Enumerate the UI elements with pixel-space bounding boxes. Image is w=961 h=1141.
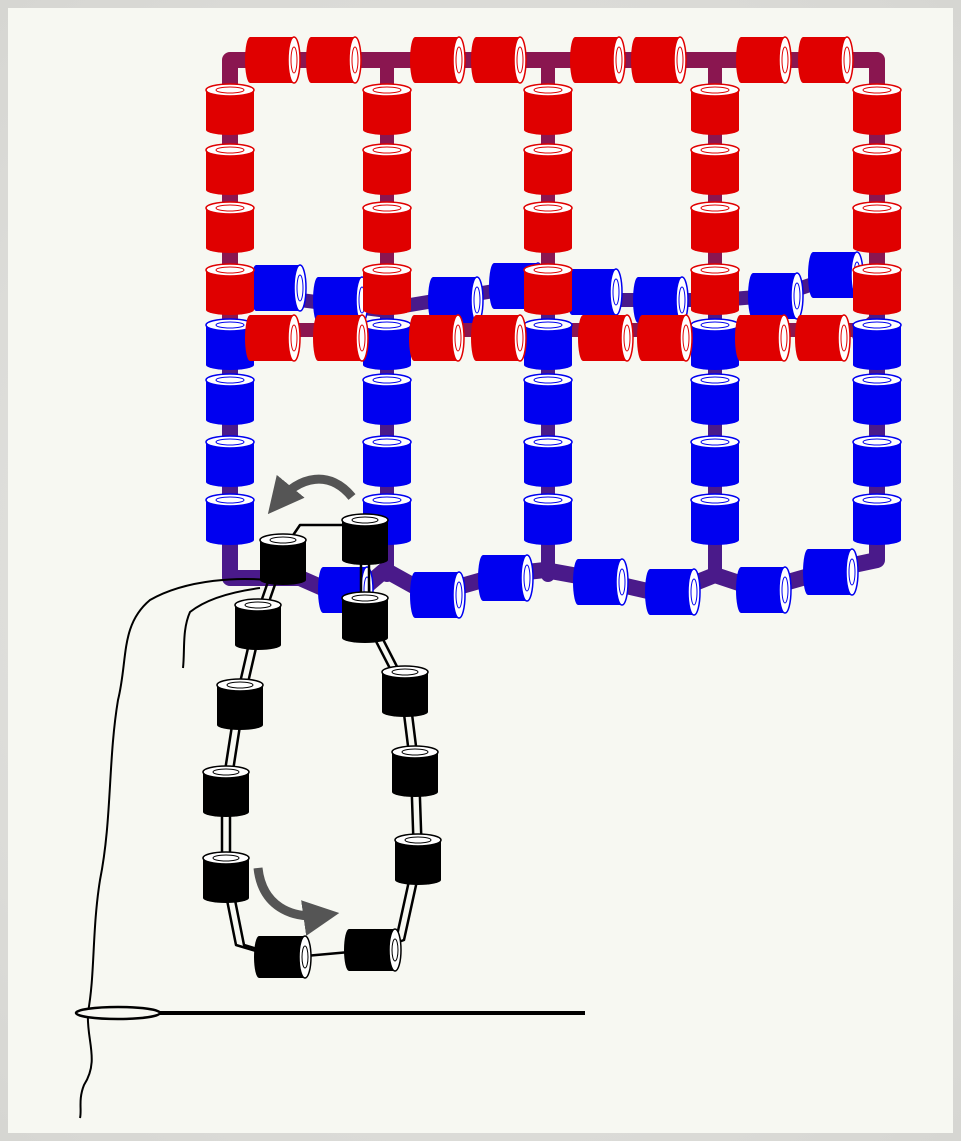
blue-bead [691, 374, 739, 425]
red-bead [471, 37, 526, 83]
needle-and-thread [76, 579, 585, 1118]
blue-bead [691, 319, 739, 370]
blue-bead [524, 494, 572, 545]
blue-bead [567, 269, 622, 315]
red-bead [736, 37, 791, 83]
red-bead [245, 315, 300, 361]
blue-bead [478, 555, 533, 601]
red-bead [524, 202, 572, 253]
black-bead [342, 592, 388, 643]
blue-bead [206, 436, 254, 487]
blue-bead [363, 374, 411, 425]
blue-bead [524, 319, 572, 370]
blue-bead [803, 549, 858, 595]
red-bead [206, 202, 254, 253]
red-bead [245, 37, 300, 83]
black-bead [235, 599, 281, 650]
red-bead [691, 202, 739, 253]
red-bead [363, 84, 411, 135]
blue-bead [853, 319, 901, 370]
blue-bead [524, 436, 572, 487]
red-bead [631, 37, 686, 83]
red-bead [691, 264, 739, 315]
red-bead [410, 37, 465, 83]
blue-bead [206, 374, 254, 425]
blue-bead [363, 319, 411, 370]
red-bead [637, 315, 692, 361]
red-bead [524, 144, 572, 195]
blue-bead [736, 567, 791, 613]
blue-bead [853, 374, 901, 425]
curved-arrow-down-right-icon [258, 868, 325, 916]
red-bead [206, 144, 254, 195]
curved-arrow-up-left-icon [277, 479, 352, 503]
red-bead [853, 264, 901, 315]
red-bead [206, 264, 254, 315]
red-bead [578, 315, 633, 361]
blue-bead [645, 569, 700, 615]
black-bead [342, 514, 388, 565]
red-bead [363, 264, 411, 315]
black-bead [260, 534, 306, 585]
red-bead [313, 315, 368, 361]
blue-bead [363, 436, 411, 487]
red-bead [798, 37, 853, 83]
black-bead [392, 746, 438, 797]
red-bead [471, 315, 526, 361]
red-bead [853, 84, 901, 135]
black-bead [203, 766, 249, 817]
blue-bead [206, 494, 254, 545]
blue-bead [748, 273, 803, 319]
blue-bead [853, 494, 901, 545]
needle-eye-icon [76, 1007, 160, 1019]
red-bead [409, 315, 464, 361]
black-bead [382, 666, 428, 717]
black-bead [395, 834, 441, 885]
blue-bead [524, 374, 572, 425]
red-bead [206, 84, 254, 135]
red-bead [306, 37, 361, 83]
blue-bead [853, 436, 901, 487]
red-bead [524, 264, 572, 315]
black-bead [203, 852, 249, 903]
red-bead [853, 202, 901, 253]
red-bead [735, 315, 790, 361]
red-bead [524, 84, 572, 135]
blue-bead [691, 436, 739, 487]
black-bead [217, 679, 263, 730]
red-bead [691, 84, 739, 135]
blue-bead [573, 559, 628, 605]
red-bead [853, 144, 901, 195]
blue-bead [251, 265, 306, 311]
blue-bead [410, 572, 465, 618]
blue-bead [691, 494, 739, 545]
red-bead [570, 37, 625, 83]
red-bead [691, 144, 739, 195]
red-bead [363, 202, 411, 253]
red-bead [363, 144, 411, 195]
black-bead [344, 929, 401, 971]
red-bead [795, 315, 850, 361]
black-bead [254, 936, 311, 978]
